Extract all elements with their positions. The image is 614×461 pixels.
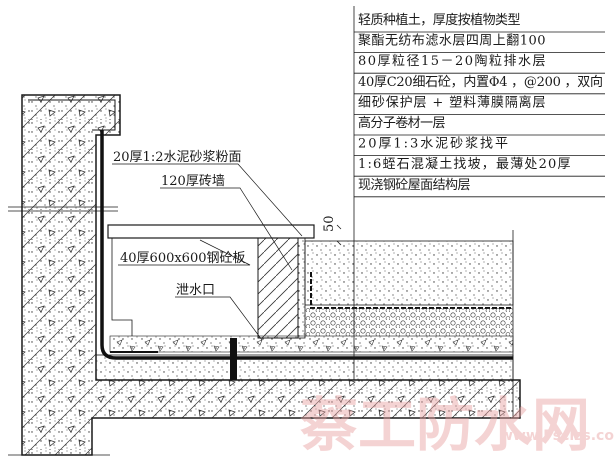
concrete-plate <box>107 224 315 239</box>
layer-label: 80厚粒径15－20陶粒排水层 <box>358 53 546 69</box>
layer-label: 40厚C20细石砼，内置Φ4 ，@200 ，双向 <box>358 74 603 90</box>
drain-opening <box>111 238 133 336</box>
drainage-layer <box>305 308 513 336</box>
layer-label: 现浇钢砼屋面结构层 <box>358 178 471 193</box>
callout-mortar: 20厚1:2水泥砂浆粉面 <box>113 150 241 165</box>
layer-label: 1:6蛭石混凝土找坡，最薄处20厚 <box>358 156 571 172</box>
watermark-logo: 蔡工防水网 <box>300 391 590 459</box>
callout-brick-wall: 120厚砖墙 <box>161 174 225 189</box>
protection-layer <box>109 335 514 353</box>
layer-label: 轻质种植土，厚度按植物类型 <box>358 12 521 28</box>
planting-soil <box>304 240 514 306</box>
layer-label: 20厚1:3水泥砂浆找平 <box>358 137 508 152</box>
drain-pipe <box>230 338 237 380</box>
callout-slab: 40厚600x600钢砼板 <box>120 251 246 266</box>
waterproof-membrane <box>100 130 513 360</box>
layer-label: 聚酯无纺布滤水层四周上翻100 <box>358 34 546 49</box>
watermark: 蔡工防水网 www.Fsclzs.com <box>300 391 614 459</box>
callout-leaders <box>112 163 303 341</box>
layer-label: 细砂保护层 + 塑料薄膜隔离层 <box>358 94 546 110</box>
mortar-finish <box>297 237 306 339</box>
watermark-url: www.Fsclzs.com <box>500 428 614 444</box>
dimension-ticks <box>336 224 342 246</box>
brick-wall <box>257 237 299 339</box>
dimension-50: 50 <box>322 215 337 232</box>
callout-drain: 泄水口 <box>176 283 215 298</box>
layer-label: 高分子卷材一层 <box>358 115 446 131</box>
